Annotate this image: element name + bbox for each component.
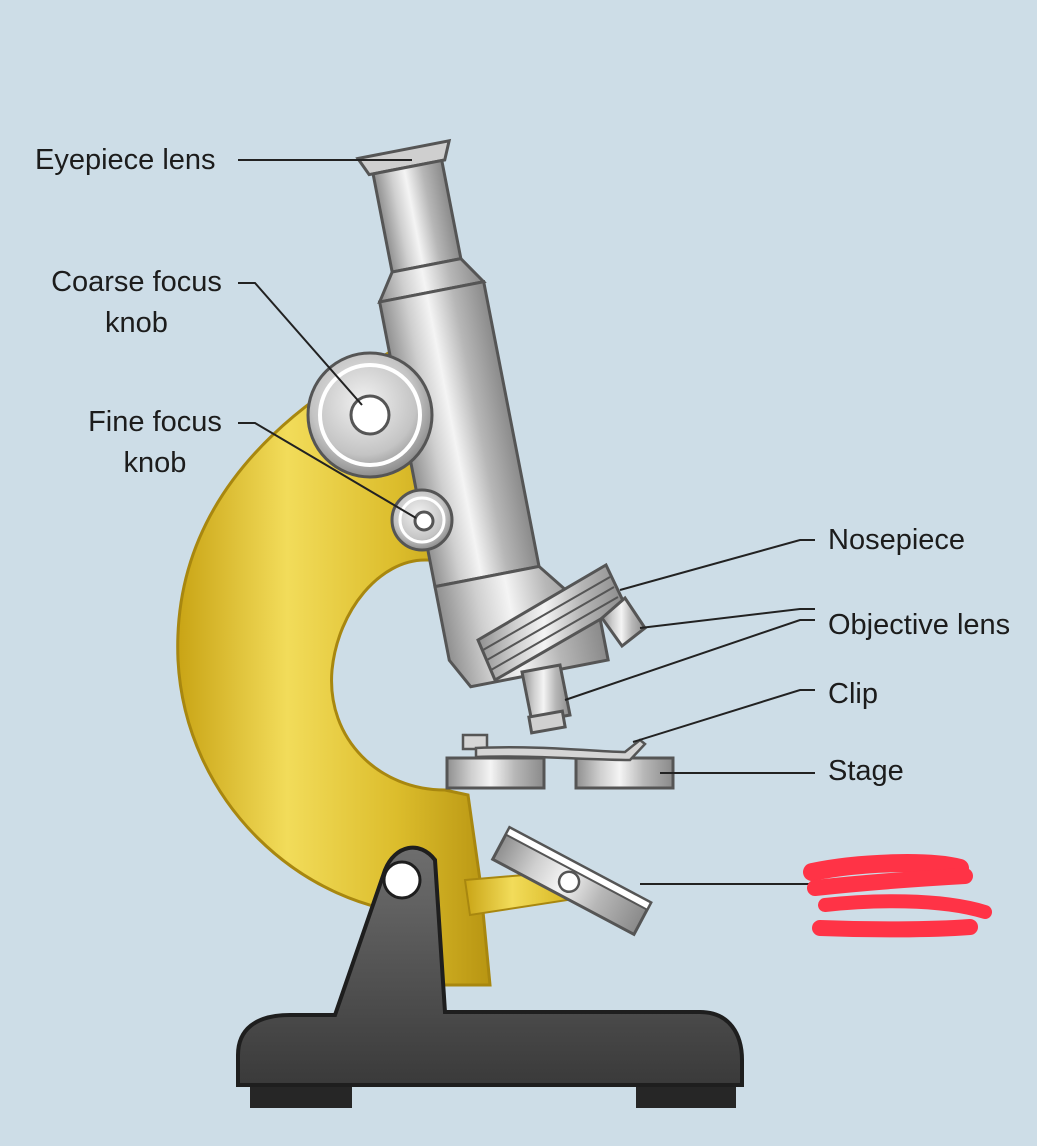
pivot-icon xyxy=(382,860,422,900)
label-fine-line2: knob xyxy=(123,447,187,479)
base xyxy=(236,845,744,1108)
coarse-focus-leader xyxy=(238,282,363,406)
label-fine-line1: Fine focus xyxy=(88,406,222,438)
label-coarse-line1: Coarse focus xyxy=(51,266,222,298)
mirror xyxy=(490,825,653,937)
coarse-focus-knob xyxy=(306,351,434,479)
clip-leader xyxy=(632,689,815,743)
nosepiece-leader xyxy=(619,539,815,591)
label-clip: Clip xyxy=(828,678,878,710)
objective-leader-upper xyxy=(639,608,815,629)
label-coarse-focus-knob: Coarse focus knob xyxy=(44,262,229,344)
label-objective-lens: Objective lens xyxy=(828,609,1011,641)
clip xyxy=(461,733,647,762)
label-coarse-line2: knob xyxy=(105,307,168,339)
nosepiece xyxy=(476,562,627,683)
fine-focus-leader xyxy=(238,422,417,519)
label-fine-focus-knob: Fine focus knob xyxy=(80,402,230,484)
objective-leader-lower xyxy=(564,619,815,701)
leader-lines xyxy=(238,159,815,885)
label-nosepiece: Nosepiece xyxy=(828,524,966,556)
label-stage: Stage xyxy=(828,755,904,787)
label-eyepiece-lens: Eyepiece lens xyxy=(35,144,216,176)
objective-lenses xyxy=(520,595,648,735)
stage xyxy=(445,756,675,790)
fine-focus-knob xyxy=(390,488,454,552)
redaction-scribble xyxy=(803,854,992,938)
